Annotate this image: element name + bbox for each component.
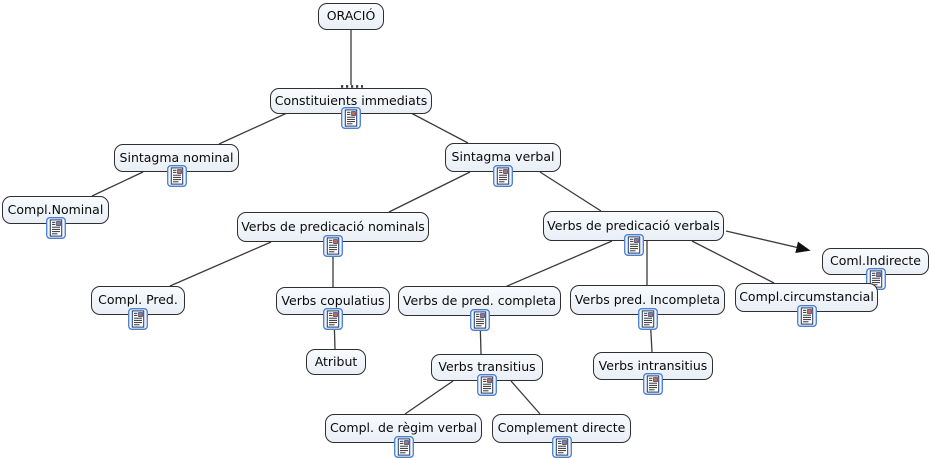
resource-icon[interactable] — [167, 165, 187, 187]
resource-icon[interactable] — [323, 235, 343, 257]
node-label: Compl. de règim verbal — [330, 420, 477, 436]
node-verbs-transitius[interactable]: Verbs transitius — [431, 354, 543, 381]
node-label: Compl.circumstancial — [739, 289, 874, 305]
node-constituients-immediats[interactable]: Constituients immediats — [270, 88, 432, 114]
edge-vpredverbals-circumstancial — [691, 240, 775, 284]
edge-transitius-complementdirecte — [510, 380, 541, 415]
node-verbs-pred-incompleta[interactable]: Verbs pred. Incompleta — [570, 285, 725, 315]
resource-icon[interactable] — [624, 234, 644, 256]
edge-sverbal-vprednominals — [388, 171, 471, 213]
node-label: Coml.Indirecte — [829, 253, 922, 269]
edge-constituients-sintagma-nominal — [218, 112, 288, 145]
resource-icon[interactable] — [394, 436, 414, 458]
edge-constituients-sintagma-verbal — [410, 112, 469, 144]
resource-icon[interactable] — [797, 305, 817, 327]
resource-icon[interactable] — [477, 374, 497, 396]
node-sintagma-verbal[interactable]: Sintagma verbal — [445, 143, 561, 172]
node-verbs-pred-completa[interactable]: Verbs de pred. completa — [398, 286, 561, 316]
resource-icon[interactable] — [46, 217, 66, 239]
edge-vpredverbals-comlindirecte — [725, 230, 811, 254]
node-compl-nominal[interactable]: Compl.Nominal — [2, 196, 109, 224]
node-atribut[interactable]: Atribut — [306, 349, 366, 375]
node-label: Compl.Nominal — [7, 201, 104, 217]
edge-snominal-complnominal — [91, 171, 144, 197]
edge-transitius-regimverbal — [404, 380, 454, 415]
node-verbs-predicacio-verbals[interactable]: Verbs de predicació verbals — [543, 211, 724, 241]
node-verbs-intransitius[interactable]: Verbs intransitius — [593, 352, 713, 380]
node-label: Compl. Pred. — [98, 292, 178, 308]
node-label: ORACIÓ — [326, 8, 376, 24]
node-sintagma-nominal[interactable]: Sintagma nominal — [114, 144, 239, 172]
node-label: Constituients immediats — [274, 92, 428, 108]
node-verbs-predicacio-nominals[interactable]: Verbs de predicació nominals — [237, 212, 429, 242]
node-label: Atribut — [314, 353, 358, 369]
node-label: Verbs intransitius — [598, 357, 708, 373]
node-label: Verbs copulatius — [281, 292, 385, 308]
node-label: Verbs de predicació nominals — [241, 218, 425, 234]
resource-icon[interactable] — [128, 308, 148, 330]
resource-icon[interactable] — [470, 309, 490, 331]
node-oracio[interactable]: ORACIÓ — [318, 3, 384, 30]
resource-icon[interactable] — [643, 373, 663, 395]
resource-icon[interactable] — [323, 308, 343, 330]
resource-icon[interactable] — [638, 308, 658, 330]
resource-icon[interactable] — [341, 107, 361, 129]
edge-sverbal-vpredverbals — [539, 171, 602, 212]
node-coml-indirecte[interactable]: Coml.Indirecte — [822, 248, 929, 275]
node-label: Verbs de predicació verbals — [547, 217, 720, 233]
node-label: Sintagma verbal — [451, 149, 555, 165]
node-verbs-copulatius[interactable]: Verbs copulatius — [276, 287, 390, 315]
node-compl-regim-verbal[interactable]: Compl. de règim verbal — [325, 414, 482, 443]
edge-vprednominals-complpred — [169, 241, 272, 287]
node-label: Verbs pred. Incompleta — [574, 291, 721, 307]
node-compl-pred[interactable]: Compl. Pred. — [91, 286, 185, 315]
node-label: Sintagma nominal — [119, 149, 234, 165]
node-label: Complement directe — [497, 420, 626, 436]
node-complement-directe[interactable]: Complement directe — [492, 414, 631, 443]
resource-icon[interactable] — [493, 165, 513, 187]
resource-icon[interactable] — [552, 436, 572, 458]
node-label: Verbs transitius — [438, 359, 536, 375]
node-compl-circumstancial[interactable]: Compl.circumstancial — [735, 283, 878, 312]
node-label: Verbs de pred. completa — [402, 292, 557, 308]
edge-vpredverbals-completa — [504, 240, 613, 288]
